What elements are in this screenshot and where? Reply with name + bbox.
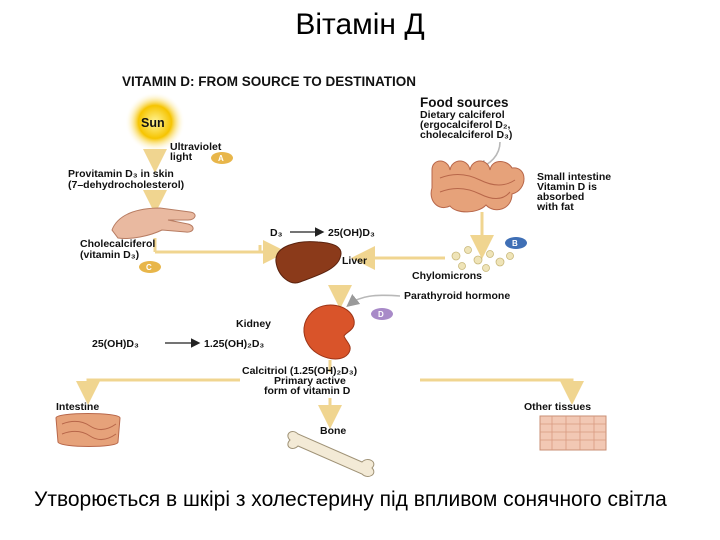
vitamin-d-diagram: VITAMIN D: FROM SOURCE TO DESTINATION Su… <box>55 74 611 477</box>
kidney-icon <box>303 304 355 360</box>
hand-icon <box>111 207 196 239</box>
arrow-to-other-tissues <box>420 378 584 405</box>
small-intestine-label-4: with fat <box>536 201 574 213</box>
diagram-heading: VITAMIN D: FROM SOURCE TO DESTINATION <box>122 74 416 89</box>
bone-icon <box>287 431 375 477</box>
food-label-2: (ergocalciferol D₂, <box>420 119 511 131</box>
slide-caption: Утворюється в шкірі з холестерину під вп… <box>34 488 667 511</box>
calcitriol-label-2: Primary active <box>274 375 346 387</box>
kidney-label: Kidney <box>236 318 271 330</box>
chole-label-2: (vitamin D₃) <box>80 249 139 261</box>
conversion-right-label: 1.25(OH)₂D₃ <box>204 338 264 350</box>
liver-ohd3-label: 25(OH)D₃ <box>328 227 375 239</box>
badge-d: D <box>371 308 393 320</box>
small-intestine-label-2: Vitamin D is <box>537 181 597 193</box>
small-intestine-label-3: absorbed <box>537 191 584 203</box>
parathyroid-label: Parathyroid hormone <box>404 290 510 302</box>
intestine-label: Intestine <box>56 401 99 413</box>
badge-c: C <box>139 261 161 273</box>
svg-text:B: B <box>512 239 518 248</box>
uv-label-1: Ultraviolet <box>170 141 222 153</box>
liver-label: Liver <box>342 255 367 267</box>
svg-text:D: D <box>378 310 384 319</box>
svg-text:A: A <box>218 154 224 163</box>
bone-label: Bone <box>320 425 346 437</box>
arrow-parathyroid <box>346 294 401 307</box>
other-tissues-icon <box>539 415 607 451</box>
badge-a: A <box>211 152 233 164</box>
slide-title: Вітамін Д <box>295 8 425 41</box>
small-intestine-label-1: Small intestine <box>537 171 611 183</box>
provitamin-label-1: Provitamin D₃ in skin <box>68 168 174 180</box>
other-tissues-label: Other tissues <box>524 401 591 413</box>
small-intestine-icon <box>430 160 525 213</box>
sun-label: Sun <box>141 116 165 130</box>
uv-label-2: light <box>170 151 193 163</box>
chole-label-1: Cholecalciferol <box>80 238 155 250</box>
calcitriol-label-3: form of vitamin D <box>264 385 351 397</box>
svg-text:C: C <box>146 263 152 272</box>
food-label-1: Dietary calciferol <box>420 109 505 121</box>
food-title: Food sources <box>420 95 509 110</box>
provitamin-label-2: (7–dehydrocholesterol) <box>68 179 184 191</box>
liver-d3-label: D₃ <box>270 227 283 239</box>
chylomicrons-icon <box>451 246 514 272</box>
liver-icon <box>275 241 342 284</box>
sun-icon <box>125 92 185 152</box>
intestine-icon <box>55 413 121 447</box>
calcitriol-label-1: Calcitriol (1.25(OH)₂D₃) <box>242 365 357 377</box>
chylomicrons-label: Chylomicrons <box>412 270 482 282</box>
conversion-left-label: 25(OH)D₃ <box>92 338 139 350</box>
arrow-to-intestine <box>76 378 240 405</box>
food-label-3: cholecalciferol D₃) <box>420 129 512 141</box>
badge-b: B <box>505 237 527 249</box>
